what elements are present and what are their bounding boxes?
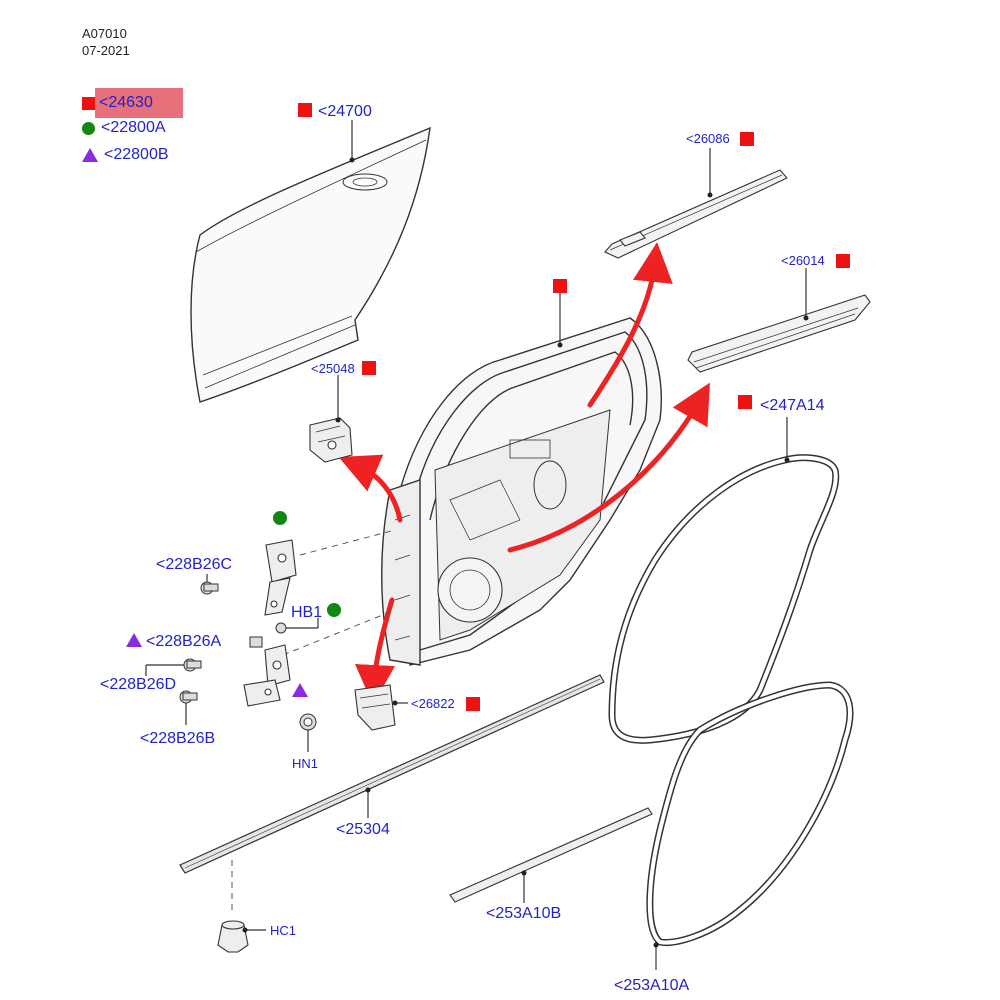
dashed-line-upper-hinge <box>299 529 396 556</box>
label-253A10B: <253A10B <box>486 905 561 922</box>
leader-dot-247A14 <box>784 457 790 463</box>
square-marker-icon <box>738 395 752 409</box>
square-marker-icon <box>466 697 480 711</box>
legend-label-22800a: <22800A <box>101 119 166 136</box>
leader-dot-25048 <box>335 417 341 423</box>
bolt-228B26D <box>183 658 202 672</box>
legend-label-24630: <24630 <box>95 88 183 118</box>
label-228B26D: <228B26D <box>100 676 176 693</box>
part-247A14-weatherstrip <box>608 454 840 744</box>
part-253A10B-strip <box>449 807 653 903</box>
part-26014-moulding <box>687 294 871 373</box>
leader-dot-26014 <box>803 315 809 321</box>
label-228B26A: <228B26A <box>146 633 222 650</box>
label-228B26B: <228B26B <box>140 730 215 747</box>
dashed-line-lower-hinge <box>282 609 396 656</box>
part-25048-latch <box>309 417 353 463</box>
nut-hn1 <box>299 713 317 731</box>
label-25304: <25304 <box>336 821 390 838</box>
leader-dot-253A10B <box>521 870 527 876</box>
legend-item-square: <24630 <box>82 88 183 118</box>
circle-marker-icon <box>82 121 95 135</box>
bolt-hb1 <box>275 622 287 634</box>
upper-hinge <box>264 539 297 616</box>
leader-dot-hc1 <box>242 927 248 933</box>
arrow-to-26086 <box>587 242 673 408</box>
part-26086-channel <box>604 169 788 259</box>
leader-dot-24630 <box>557 342 563 348</box>
bolt-228B26B <box>179 690 198 704</box>
leader-dot-253A10A <box>653 942 659 948</box>
bolt-228B26A <box>249 636 263 648</box>
label-25048: <25048 <box>311 361 355 376</box>
door-inner-frame <box>381 317 662 666</box>
diagram-code: A07010 <box>82 26 127 41</box>
part-hc1-clip <box>217 920 249 953</box>
square-marker-icon <box>836 254 850 268</box>
triangle-marker-icon <box>82 148 98 162</box>
circle-marker-icon <box>327 603 341 617</box>
part-26822-check <box>354 684 396 731</box>
square-marker-icon <box>298 103 312 117</box>
label-hb1: HB1 <box>291 604 322 621</box>
label-26086: <26086 <box>686 131 730 146</box>
bolt-228B26C <box>200 581 219 595</box>
triangle-marker-icon <box>292 683 308 697</box>
leader-dot-26822 <box>392 700 398 706</box>
square-marker-icon <box>740 132 754 146</box>
label-26822: <26822 <box>411 696 455 711</box>
label-26014: <26014 <box>781 253 825 268</box>
legend-item-circle: <22800A <box>82 119 166 137</box>
label-24700: <24700 <box>318 103 372 120</box>
legend-label-22800b: <22800B <box>104 146 169 163</box>
label-hn1: HN1 <box>292 756 318 771</box>
square-marker-icon <box>553 279 567 293</box>
label-253A10A: <253A10A <box>614 977 690 994</box>
arrow-to-25048 <box>338 454 403 523</box>
label-247A14: <247A14 <box>760 397 825 414</box>
triangle-marker-icon <box>126 633 142 647</box>
lower-hinge <box>243 644 291 707</box>
leader-dot-24700 <box>349 157 355 163</box>
assembly-arrows <box>338 242 710 705</box>
part-253A10A-weatherstrip <box>646 681 854 947</box>
leader-dot-26086 <box>707 192 713 198</box>
door-outer-skin <box>190 126 431 403</box>
arrow-to-26014 <box>507 382 710 553</box>
leader-dot-25304 <box>365 787 371 793</box>
circle-marker-icon <box>273 511 287 525</box>
diagram-date: 07-2021 <box>82 43 130 58</box>
label-hc1: HC1 <box>270 923 296 938</box>
legend-item-triangle: <22800B <box>82 146 169 164</box>
label-228B26C: <228B26C <box>156 556 232 573</box>
square-marker-icon <box>82 96 95 110</box>
square-marker-icon <box>362 361 376 375</box>
arrow-to-26822 <box>355 597 395 705</box>
part-25304-strip <box>179 674 605 874</box>
